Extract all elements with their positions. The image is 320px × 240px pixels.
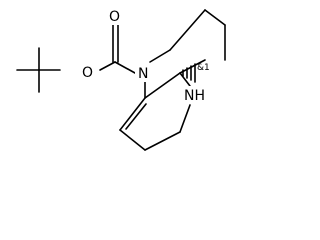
bond-c4a-to-c4 xyxy=(179,59,206,74)
stereo-hash-bond xyxy=(182,63,196,83)
atom-label-nh: NH xyxy=(184,88,205,104)
bond-c6-to-c7 xyxy=(144,131,181,151)
tert-butyl-group xyxy=(16,47,61,93)
stereo-label: &1 xyxy=(197,63,210,73)
label-mask-n-ring xyxy=(135,64,153,82)
label-mask-o-ester xyxy=(79,63,97,81)
carbamate-group xyxy=(99,23,136,74)
bond-c8-to-c8a-double-a xyxy=(119,97,146,131)
atom-label-o-ester: O xyxy=(82,65,93,81)
lower-ring xyxy=(119,59,206,151)
label-mask-nh xyxy=(182,86,208,104)
bond-c7-to-c8 xyxy=(119,129,146,151)
molecule-structure-diagram: O O N NH &1 xyxy=(16,7,226,151)
label-mask-o-carbonyl xyxy=(106,7,124,25)
atom-label-n-ring: N xyxy=(138,66,148,82)
bond-carbonyl-c-to-n xyxy=(114,61,136,74)
upper-ring xyxy=(144,9,226,99)
bond-nh-to-c6 xyxy=(179,104,191,133)
bond-c8a-to-c4a xyxy=(144,72,181,99)
atom-label-o-carbonyl: O xyxy=(109,9,120,25)
bond-n-to-c2 xyxy=(149,49,171,63)
bond-c8-to-c8a-double-b xyxy=(125,103,147,130)
bond-c4a-to-nh xyxy=(179,72,191,87)
bond-c2-to-c3 xyxy=(169,9,206,51)
bond-ester-o-to-carbonyl-c xyxy=(99,61,116,71)
bond-c3-to-c4 xyxy=(204,9,226,26)
